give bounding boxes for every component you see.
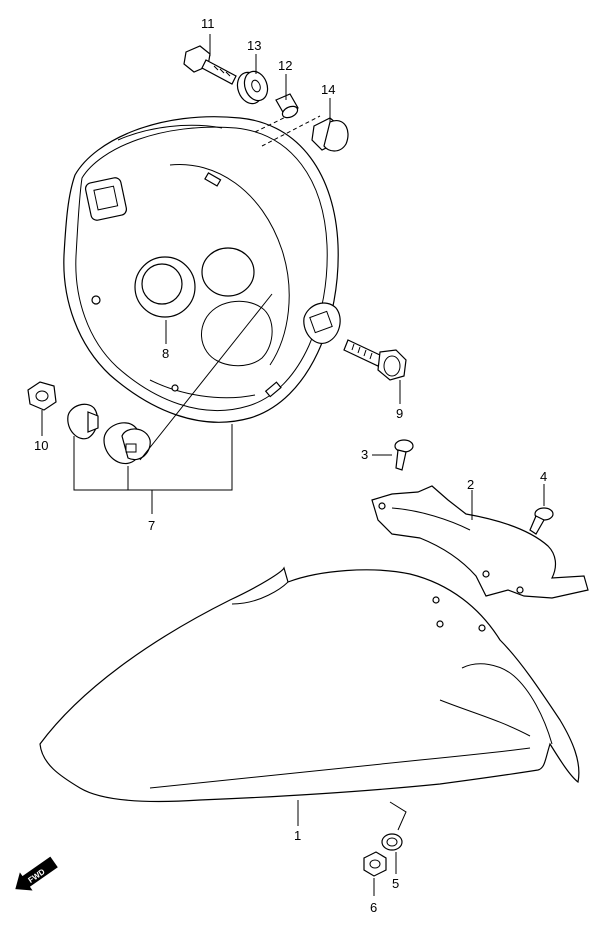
bolt-9 — [343, 339, 407, 381]
callout-7: 7 — [148, 518, 155, 533]
callout-13: 13 — [247, 38, 261, 53]
callout-5: 5 — [392, 876, 399, 891]
callout-8: 8 — [162, 346, 169, 361]
collar-12 — [275, 93, 299, 119]
screw-4 — [529, 507, 554, 535]
callout-10: 10 — [34, 438, 48, 453]
fender-bracket-2 — [371, 485, 589, 599]
nut-6 — [363, 851, 387, 877]
callout-2: 2 — [467, 477, 474, 492]
callout-1: 1 — [294, 828, 301, 843]
grommet-set-7 — [67, 403, 151, 465]
bolt-11 — [183, 45, 237, 85]
nut-10 — [27, 381, 57, 411]
forward-arrow-icon: FWD — [15, 856, 58, 891]
screw-3 — [394, 439, 414, 471]
callout-14: 14 — [321, 82, 335, 97]
callout-11: 11 — [201, 16, 215, 31]
cap-nut-14 — [311, 117, 349, 152]
callout-4: 4 — [540, 469, 547, 484]
callout-9: 9 — [396, 406, 403, 421]
callout-12: 12 — [278, 58, 292, 73]
callout-6: 6 — [370, 900, 377, 915]
front-fender-1 — [39, 566, 580, 803]
headlight-housing — [63, 116, 341, 423]
collar-5 — [381, 833, 403, 851]
grommet-13 — [236, 70, 269, 105]
callout-3: 3 — [361, 447, 368, 462]
